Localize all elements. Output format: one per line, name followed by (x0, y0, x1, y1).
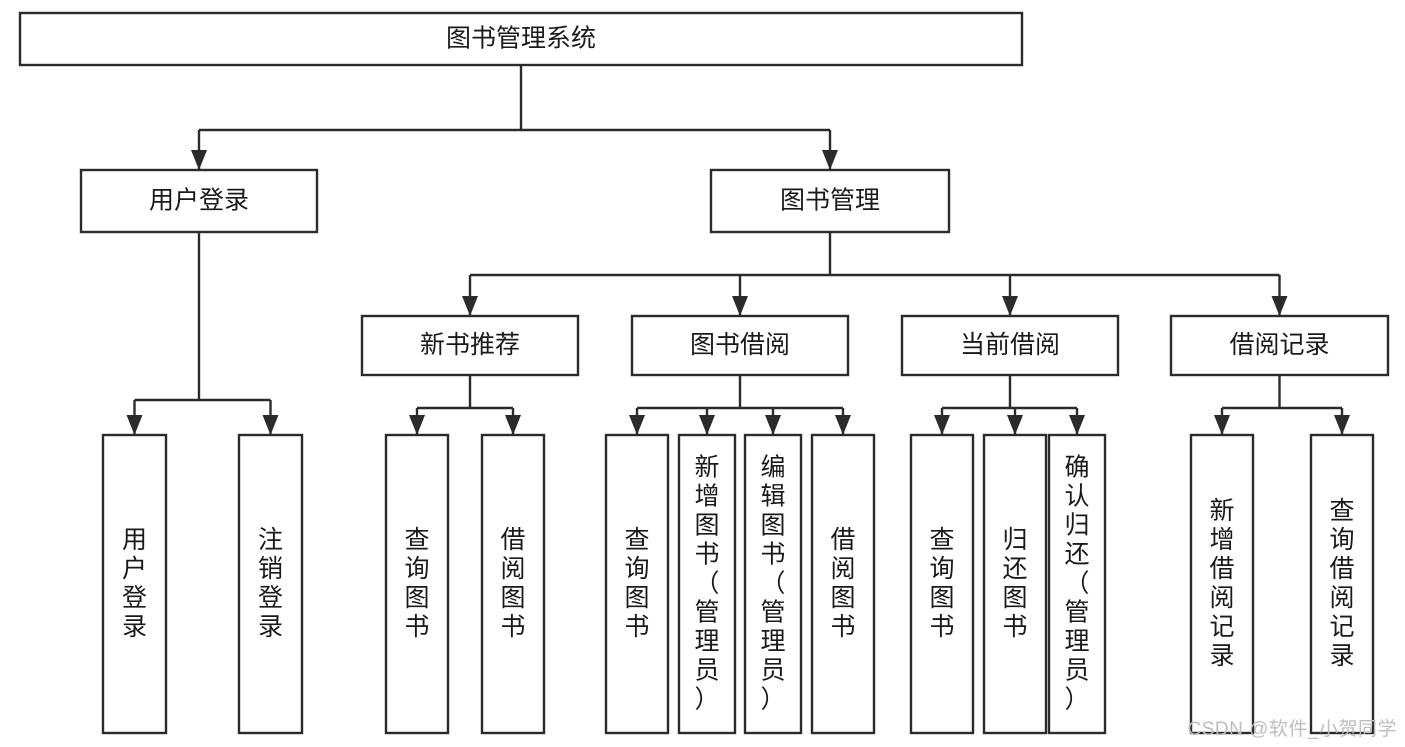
node-box-user-login[interactable] (79, 168, 319, 234)
node-borrow-book-2[interactable]: 借阅图书 (810, 433, 876, 735)
node-label-confirm-return-admin: 确认归还（管理员） (1064, 454, 1089, 714)
node-box-borrow-book-1[interactable] (480, 433, 546, 735)
arrow-head-icon (765, 415, 781, 435)
node-book-management[interactable]: 图书管理 (709, 168, 951, 234)
node-label-query-book-3: 查询图书 (929, 526, 954, 641)
arrow-head-icon (1214, 415, 1230, 435)
node-borrow-records[interactable]: 借阅记录 (1169, 314, 1390, 377)
node-confirm-return-admin[interactable]: 确认归还（管理员） (1047, 433, 1107, 735)
node-query-borrow-record[interactable]: 查询借阅记录 (1309, 433, 1375, 735)
watermark-text: CSDN @软件_小贺同学 (1187, 719, 1397, 740)
arrow-head-icon (462, 296, 478, 316)
node-box-query-book-3[interactable] (909, 433, 975, 735)
node-query-book-2[interactable]: 查询图书 (604, 433, 670, 735)
node-box-query-book-1[interactable] (384, 433, 450, 735)
node-label-query-borrow-record: 查询借阅记录 (1329, 497, 1354, 670)
node-query-book-3[interactable]: 查询图书 (909, 433, 975, 735)
node-label-return-book: 归还图书 (1002, 526, 1027, 641)
node-box-add-borrow-record[interactable] (1189, 433, 1255, 735)
arrow-head-icon (699, 415, 715, 435)
node-box-borrow-book-2[interactable] (810, 433, 876, 735)
node-label-user-login: 用户登录 (149, 187, 249, 215)
arrow-head-icon (409, 415, 425, 435)
arrow-head-icon (1002, 296, 1018, 316)
node-label-new-book-recommend: 新书推荐 (420, 331, 520, 359)
arrow-head-icon (1007, 415, 1023, 435)
node-root[interactable]: 图书管理系统 (18, 11, 1024, 67)
arrow-head-icon (1069, 415, 1085, 435)
connector-layer (126, 65, 1350, 435)
node-box-new-book-recommend[interactable] (360, 314, 580, 377)
node-label-user-logout-leaf: 注销登录 (258, 526, 283, 641)
node-label-add-borrow-record: 新增借阅记录 (1209, 497, 1234, 670)
node-edit-book-admin[interactable]: 编辑图书（管理员） (743, 433, 803, 735)
node-new-book-recommend[interactable]: 新书推荐 (360, 314, 580, 377)
node-user-login-leaf[interactable]: 用户登录 (101, 433, 168, 735)
node-label-query-book-1: 查询图书 (404, 526, 429, 641)
node-query-book-1[interactable]: 查询图书 (384, 433, 450, 735)
node-user-login[interactable]: 用户登录 (79, 168, 319, 234)
node-return-book[interactable]: 归还图书 (982, 433, 1048, 735)
arrow-head-icon (629, 415, 645, 435)
arrow-head-icon (191, 150, 207, 170)
node-label-user-login-leaf: 用户登录 (122, 526, 147, 641)
node-label-book-management: 图书管理 (780, 187, 880, 215)
node-add-borrow-record[interactable]: 新增借阅记录 (1189, 433, 1255, 735)
node-box-root[interactable] (18, 11, 1024, 67)
node-label-query-book-2: 查询图书 (624, 526, 649, 641)
node-label-add-book-admin: 新增图书（管理员） (694, 454, 719, 714)
arrow-head-icon (822, 150, 838, 170)
node-box-borrow-records[interactable] (1169, 314, 1390, 377)
arrow-head-icon (934, 415, 950, 435)
node-box-user-logout-leaf[interactable] (237, 433, 304, 735)
arrow-head-icon (505, 415, 521, 435)
node-box-book-borrow[interactable] (630, 314, 850, 377)
node-box-current-borrow[interactable] (900, 314, 1120, 377)
node-borrow-book-1[interactable]: 借阅图书 (480, 433, 546, 735)
node-box-return-book[interactable] (982, 433, 1048, 735)
arrow-head-icon (1334, 415, 1350, 435)
arrow-head-icon (126, 415, 143, 435)
node-label-borrow-records: 借阅记录 (1229, 331, 1329, 359)
node-box-query-borrow-record[interactable] (1309, 433, 1375, 735)
node-box-book-management[interactable] (709, 168, 951, 234)
node-label-root: 图书管理系统 (446, 25, 596, 53)
arrow-head-icon (262, 415, 279, 435)
node-user-logout-leaf[interactable]: 注销登录 (237, 433, 304, 735)
node-box-edit-book-admin[interactable] (743, 433, 803, 735)
node-box-add-book-admin[interactable] (677, 433, 737, 735)
node-box-user-login-leaf[interactable] (101, 433, 168, 735)
arrow-head-icon (835, 415, 851, 435)
node-current-borrow[interactable]: 当前借阅 (900, 314, 1120, 377)
node-layer: 图书管理系统用户登录图书管理新书推荐图书借阅当前借阅借阅记录用户登录注销登录查询… (18, 11, 1390, 735)
node-add-book-admin[interactable]: 新增图书（管理员） (677, 433, 737, 735)
node-label-book-borrow: 图书借阅 (690, 331, 790, 359)
arrow-head-icon (732, 296, 748, 316)
node-box-query-book-2[interactable] (604, 433, 670, 735)
node-label-borrow-book-1: 借阅图书 (500, 526, 525, 641)
node-label-borrow-book-2: 借阅图书 (830, 526, 855, 641)
arrow-head-icon (1271, 296, 1288, 316)
node-label-current-borrow: 当前借阅 (960, 331, 1060, 359)
node-label-edit-book-admin: 编辑图书（管理员） (760, 454, 785, 714)
node-book-borrow[interactable]: 图书借阅 (630, 314, 850, 377)
node-box-confirm-return-admin[interactable] (1047, 433, 1107, 735)
